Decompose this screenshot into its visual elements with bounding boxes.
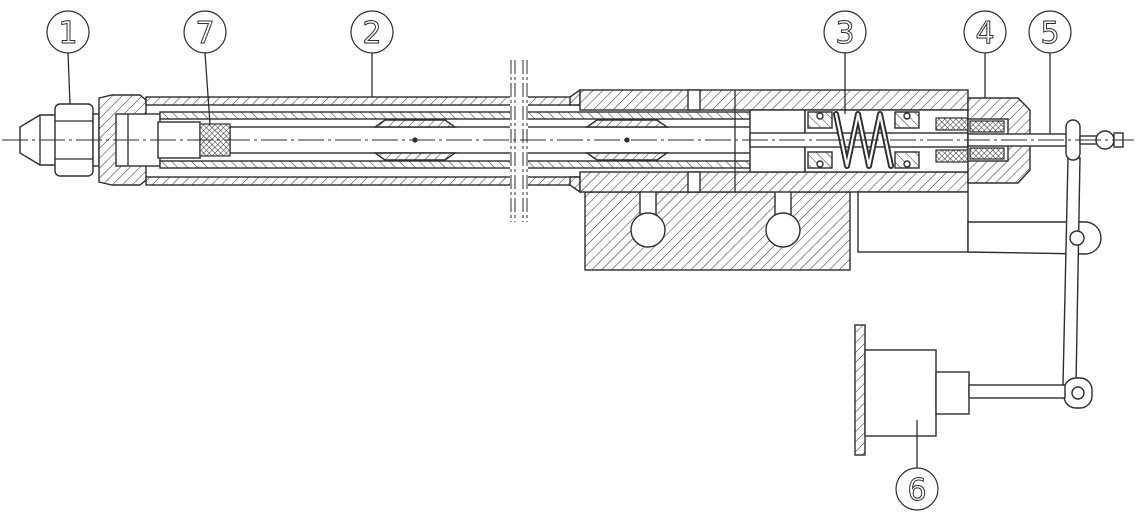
body-top-wall xyxy=(579,89,969,111)
seat-right-bottom xyxy=(894,151,920,169)
spacer-left-bottom xyxy=(372,152,458,161)
seat-ball-4 xyxy=(903,160,911,168)
actuator-neck xyxy=(935,371,970,415)
break-lines xyxy=(510,60,528,222)
seat-ball-2 xyxy=(816,160,824,168)
spacer-right-bottom xyxy=(584,152,670,161)
valve-body xyxy=(569,88,1001,194)
callout-6: 6 xyxy=(895,420,939,511)
seat-left-top xyxy=(807,111,833,129)
callout-ring xyxy=(963,10,1007,54)
lever-lower-pin xyxy=(1071,386,1085,400)
callout-label: 1 xyxy=(58,16,77,51)
callout-label: 6 xyxy=(907,473,926,508)
callout-ring xyxy=(350,10,394,54)
spacer-left-top xyxy=(372,119,458,128)
bolt-left-hole xyxy=(630,212,666,248)
callout-label: 2 xyxy=(362,16,381,51)
leader-line xyxy=(204,52,211,125)
packing-top xyxy=(935,117,969,131)
lever xyxy=(1062,119,1124,409)
callout-ring xyxy=(183,10,227,54)
callout-label: 4 xyxy=(975,16,994,51)
callout-1: 1 xyxy=(46,10,90,105)
mounting-wall xyxy=(854,324,866,456)
mounting-block xyxy=(584,177,851,271)
mounting-block-body xyxy=(584,191,851,271)
bolt-right-hole xyxy=(765,212,801,248)
seat-right-top xyxy=(894,111,920,129)
actuator-housing xyxy=(864,349,937,437)
actuator xyxy=(854,324,1066,456)
spacer-right-top xyxy=(584,119,670,128)
gland-packing-bottom xyxy=(969,147,1005,160)
bracket xyxy=(857,191,1102,255)
gland-packing-top xyxy=(969,120,1005,133)
seat-ball-1 xyxy=(816,112,824,120)
callout-5: 5 xyxy=(1028,10,1072,134)
body-chamfer-top xyxy=(569,88,581,106)
callout-label: 7 xyxy=(195,16,214,51)
callout-label: 5 xyxy=(1040,16,1059,51)
actuator-rod xyxy=(968,384,1066,399)
seat-ball-3 xyxy=(903,112,911,120)
body-groove-bottom xyxy=(687,171,701,193)
callout-2: 2 xyxy=(350,10,394,97)
inner-tube-top-wall xyxy=(159,111,751,120)
callout-4: 4 xyxy=(963,10,1007,98)
seat-left-bottom xyxy=(807,151,833,169)
packing-bottom xyxy=(935,149,969,163)
lever-pivot xyxy=(1069,230,1085,246)
callout-ring xyxy=(823,10,867,54)
leader-line xyxy=(67,52,71,105)
inner-tube-bottom-wall xyxy=(159,160,751,169)
body-bottom-wall xyxy=(579,171,969,193)
spacer-left xyxy=(372,119,458,161)
callout-ring xyxy=(895,467,939,511)
bracket-block xyxy=(857,191,969,253)
lever-bar xyxy=(1062,157,1081,386)
spacer-right xyxy=(584,119,670,161)
callout-3: 3 xyxy=(823,10,867,114)
break-gap xyxy=(510,92,528,190)
callout-label: 3 xyxy=(835,16,854,51)
callout-ring xyxy=(1028,10,1072,54)
callout-ring xyxy=(46,10,90,54)
body-groove-top xyxy=(687,89,701,111)
callout-7: 7 xyxy=(183,10,227,125)
body-chamfer-bottom xyxy=(569,176,581,194)
